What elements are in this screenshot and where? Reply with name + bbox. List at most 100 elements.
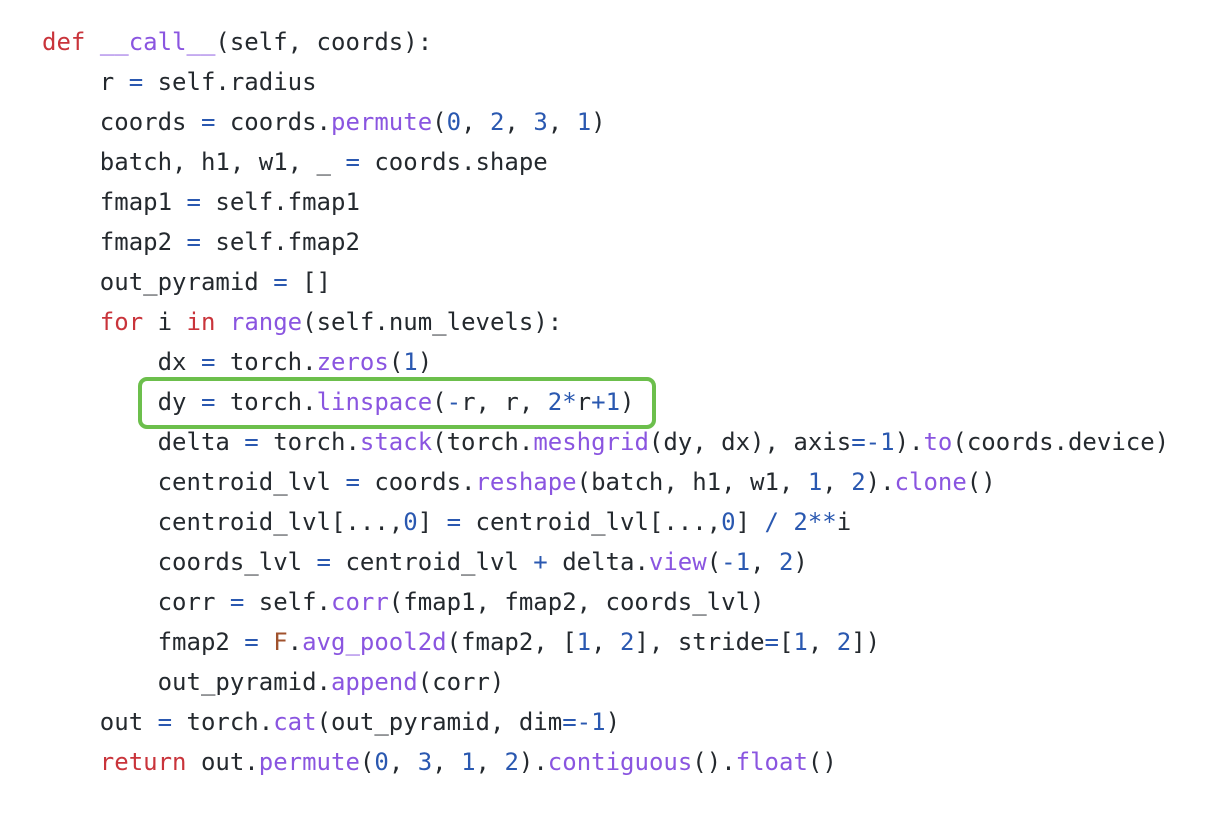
code-text: [ xyxy=(778,628,794,656)
code-text: ] xyxy=(417,508,447,536)
code-text: centroid_lvl[..., xyxy=(461,508,722,536)
code-line: centroid_lvl[...,0] = centroid_lvl[...,0… xyxy=(42,502,1169,542)
code-text: , xyxy=(591,628,621,656)
function-name: contiguous xyxy=(547,748,693,776)
number-operator: = xyxy=(244,428,259,456)
code-text: ( xyxy=(388,348,404,376)
code-text: torch. xyxy=(215,388,317,416)
number-operator: 2 xyxy=(504,748,519,776)
code-text: ], stride xyxy=(634,628,765,656)
number-operator: = xyxy=(316,548,331,576)
code-text: , xyxy=(547,108,577,136)
code-text: , xyxy=(388,748,418,776)
code-text: , xyxy=(461,108,490,136)
code-line: out = torch.cat(out_pyramid, dim=-1) xyxy=(42,702,1169,742)
number-operator: = xyxy=(186,188,201,216)
code-text: ). xyxy=(894,428,924,456)
number-operator: 2 xyxy=(836,628,852,656)
keyword: return xyxy=(99,748,187,776)
code-text: ) xyxy=(620,388,635,416)
code-line: for i in range(self.num_levels): xyxy=(42,302,1169,342)
keyword: def xyxy=(42,28,86,56)
number-operator: / xyxy=(764,508,779,536)
code-line: delta = torch.stack(torch.meshgrid(dy, d… xyxy=(42,422,1170,462)
number-operator: = xyxy=(200,388,216,416)
code-text: , xyxy=(475,748,505,776)
code-text: dx xyxy=(157,348,201,376)
code-text xyxy=(259,628,273,656)
code-text: coords_lvl xyxy=(157,548,317,576)
number-operator: = xyxy=(200,348,216,376)
code-text xyxy=(779,508,793,536)
code-text: centroid_lvl xyxy=(157,468,346,496)
code-text: . xyxy=(287,628,303,656)
function-name: linspace xyxy=(316,388,433,416)
number-operator: = xyxy=(128,68,144,96)
number-operator: 3 xyxy=(417,748,433,776)
code-text: (out_pyramid, dim xyxy=(316,708,563,736)
keyword: for xyxy=(99,308,144,336)
code-line: fmap2 = self.fmap2 xyxy=(42,222,1169,262)
code-text: (fmap1, fmap2, coords_lvl) xyxy=(388,588,765,616)
code-text: ( xyxy=(706,548,722,576)
code-text: () xyxy=(966,468,996,496)
code-line: out_pyramid = [] xyxy=(42,262,1169,302)
number-operator: + xyxy=(533,548,548,576)
code-text: centroid_lvl[..., xyxy=(157,508,404,536)
code-line: fmap2 = F.avg_pool2d(fmap2, [1, 2], stri… xyxy=(42,622,1169,662)
code-text: (dy, dx), axis xyxy=(648,428,852,456)
code-text: (torch. xyxy=(432,428,534,456)
function-name: __call__ xyxy=(99,28,216,56)
code-text: coords xyxy=(99,108,201,136)
code-text: , xyxy=(504,108,534,136)
code-line: def __call__(self, coords): xyxy=(42,22,1169,62)
function-name: float xyxy=(735,748,808,776)
code-line: r = self.radius xyxy=(42,62,1169,102)
code-text: centroid_lvl xyxy=(331,548,534,576)
function-name: corr xyxy=(331,588,389,616)
code-text xyxy=(215,308,229,336)
number-operator: 0 xyxy=(374,748,389,776)
code-text: torch. xyxy=(258,428,360,456)
code-text: self.radius xyxy=(143,68,317,96)
number-operator: = xyxy=(229,588,245,616)
number-operator: 0 xyxy=(403,508,418,536)
code-text: , xyxy=(822,468,852,496)
code-block: def __call__(self, coords): r = self.rad… xyxy=(42,22,1169,782)
code-text: delta xyxy=(157,428,245,456)
function-name: reshape xyxy=(475,468,577,496)
code-text: ). xyxy=(865,468,895,496)
code-text: coords. xyxy=(215,108,331,136)
code-text: (self.num_levels): xyxy=(302,308,563,336)
code-text: (). xyxy=(692,748,736,776)
code-text: ) xyxy=(417,348,433,376)
code-text: out_pyramid xyxy=(99,268,274,296)
class-name: F xyxy=(273,628,288,656)
function-name: avg_pool2d xyxy=(302,628,447,656)
code-text: delta. xyxy=(547,548,649,576)
code-text: torch. xyxy=(215,348,317,376)
number-operator: 0 xyxy=(446,108,462,136)
code-text: torch. xyxy=(172,708,274,736)
number-operator: +1 xyxy=(591,388,621,416)
code-text: self.fmap1 xyxy=(200,188,360,216)
code-text: , xyxy=(750,548,779,576)
code-line: corr = self.corr(fmap1, fmap2, coords_lv… xyxy=(42,582,1169,622)
code-text: [] xyxy=(287,268,331,296)
number-operator: 1 xyxy=(793,628,808,656)
number-operator: 1 xyxy=(807,468,823,496)
number-operator: = xyxy=(764,628,779,656)
code-line: batch, h1, w1, _ = coords.shape xyxy=(42,142,1169,182)
code-text: batch, h1, w1, _ xyxy=(99,148,346,176)
code-text: ] xyxy=(735,508,765,536)
number-operator: = xyxy=(345,468,360,496)
code-text: r, r, xyxy=(461,388,548,416)
function-name: permute xyxy=(331,108,433,136)
number-operator: 1 xyxy=(576,628,592,656)
code-text: (self, coords): xyxy=(215,28,433,56)
code-line: dy = torch.linspace(-r, r, 2*r+1) xyxy=(42,382,1169,422)
number-operator: -1 xyxy=(721,548,751,576)
number-operator: 0 xyxy=(721,508,736,536)
highlight-box xyxy=(138,377,656,429)
number-operator: = xyxy=(200,108,216,136)
